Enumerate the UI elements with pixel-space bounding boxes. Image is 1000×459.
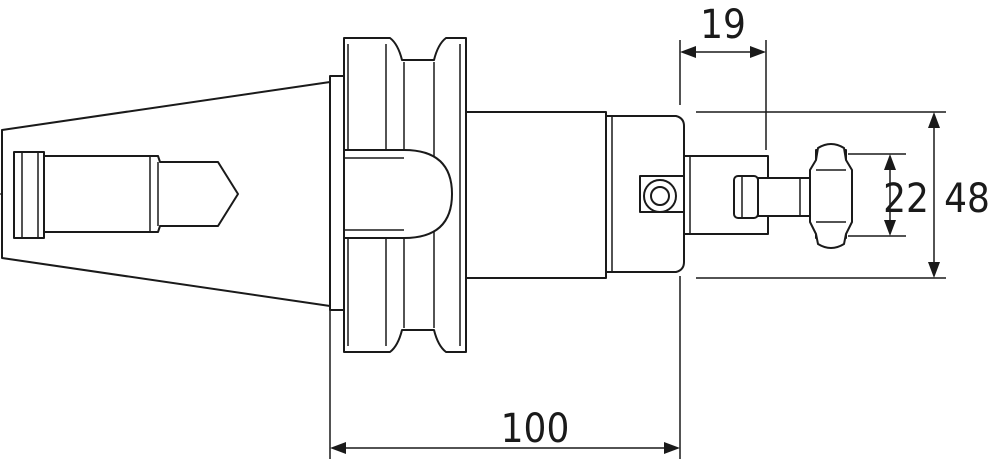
dimension-19: 19 (679, 2, 767, 150)
dimension-100: 100 (329, 276, 681, 459)
dimension-100-label: 100 (501, 406, 570, 452)
dimension-22-label: 22 (883, 176, 929, 222)
lock-screw (733, 143, 853, 249)
v-flange (343, 37, 467, 353)
dimension-48: 48 (696, 111, 990, 279)
dimension-19-label: 19 (700, 2, 746, 48)
dimension-22: 22 (848, 153, 929, 237)
dimension-48-label: 48 (944, 176, 990, 222)
body-cylinder (465, 111, 607, 279)
neck-ring (329, 75, 345, 311)
retention-stud (13, 151, 239, 239)
